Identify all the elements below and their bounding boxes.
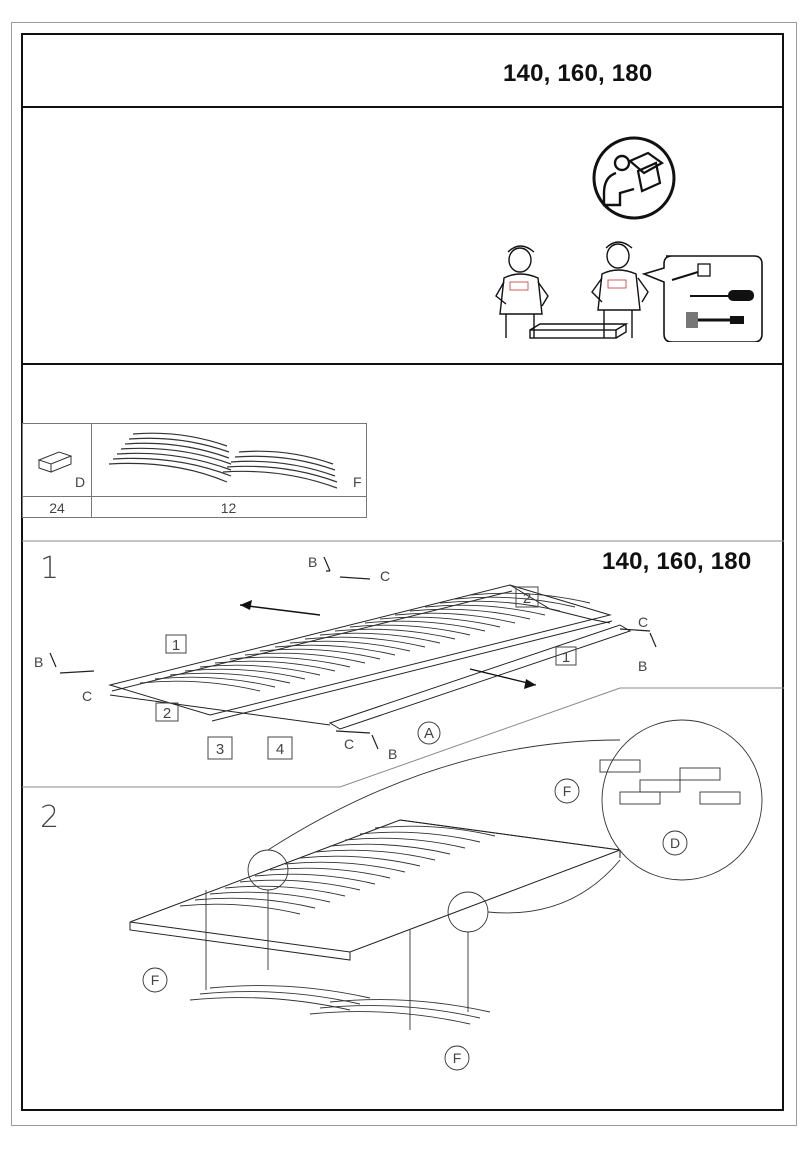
callout-b-top: B	[308, 554, 317, 570]
slat-bundle-icon	[108, 432, 338, 489]
page-outer-border	[11, 22, 797, 1126]
screw-icon	[671, 263, 711, 281]
callout-4: 4	[276, 741, 284, 758]
callout-a: A	[424, 725, 434, 742]
page-frame	[21, 33, 784, 1111]
callout-c-bottom: C	[344, 736, 354, 752]
step-2-number: 2	[40, 800, 60, 835]
two-person-assembly-icon	[495, 241, 649, 339]
parts-qty-row: 24 12	[23, 496, 366, 517]
info-divider	[21, 363, 784, 365]
callout-2-bottom: 2	[163, 705, 171, 722]
connector-block-icon	[37, 451, 73, 473]
callout-f-left: F	[151, 972, 160, 988]
callout-b-left: B	[34, 654, 43, 670]
callout-1-right: 1	[562, 649, 570, 666]
callout-c-left: C	[82, 688, 92, 704]
callout-c-top: C	[380, 568, 390, 584]
callout-1-left: 1	[172, 637, 180, 654]
callout-f-bottom: F	[453, 1050, 462, 1066]
part-qty-d: 24	[23, 497, 92, 517]
step-1-model-sizes: 140, 160, 180	[602, 548, 752, 575]
step-1-diagram: 1 2 1 2 3 4 A B C B C C B C B	[34, 554, 657, 762]
part-cell-f: F	[91, 424, 366, 496]
callout-3: 3	[216, 741, 224, 758]
step-2-diagram: F F F D	[129, 719, 763, 1071]
part-cell-d: D	[23, 424, 92, 496]
part-qty-f: 12	[220, 500, 237, 516]
callout-d-zoom: D	[670, 835, 680, 851]
part-letter-d: D	[75, 474, 86, 490]
hammer-icon	[686, 312, 744, 328]
part-letter-f: F	[353, 474, 362, 490]
callout-b-right: B	[638, 658, 647, 674]
header-divider	[21, 106, 784, 108]
parts-table: D F 24 12	[22, 423, 367, 518]
read-instructions-icon	[592, 136, 676, 220]
step-1-number: 1	[40, 551, 60, 586]
callout-f-zoom: F	[563, 783, 572, 799]
callout-c-right: C	[638, 614, 648, 630]
screwdriver-icon	[690, 290, 754, 301]
callout-2-top: 2	[523, 590, 531, 607]
header-model-sizes: 140, 160, 180	[503, 60, 653, 87]
callout-b-bottom: B	[388, 746, 397, 762]
